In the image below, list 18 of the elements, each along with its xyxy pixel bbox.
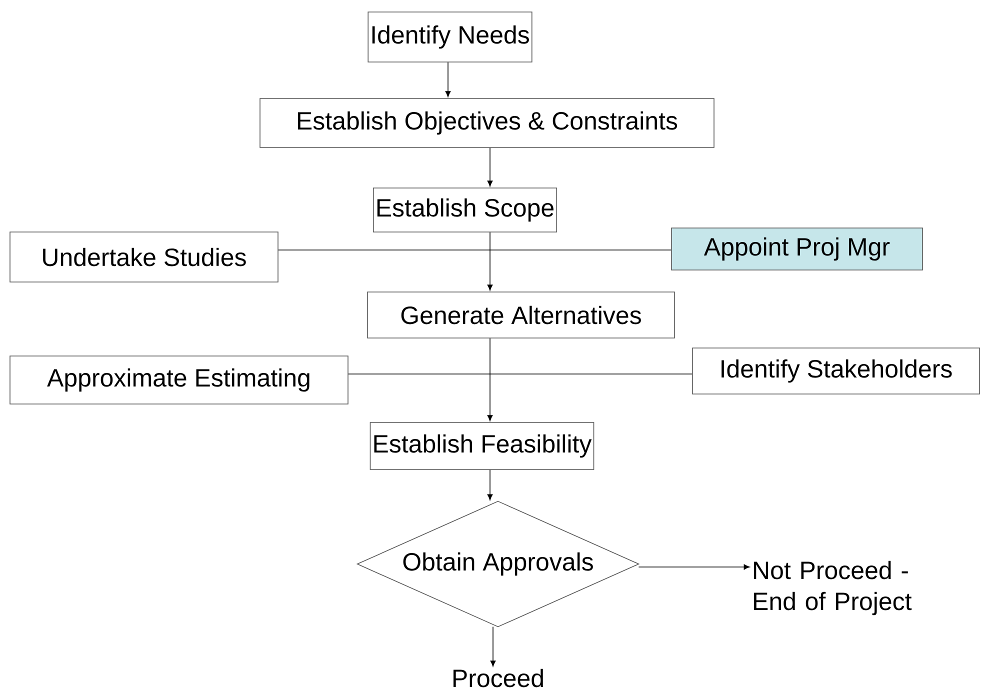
arrow (487, 232, 493, 291)
process-box: Generate Alternatives (367, 292, 675, 338)
process-box: Approximate Estimating (10, 356, 348, 404)
process-box: Identify Needs (368, 12, 532, 62)
arrow (487, 338, 493, 422)
arrow (638, 564, 750, 570)
arrow (487, 148, 493, 187)
process-box: Appoint Proj Mgr (671, 228, 923, 270)
arrow (490, 626, 496, 667)
arrow (487, 470, 493, 500)
end-text: Not Proceed - End of Project (754, 560, 912, 616)
process-box: Establish Scope (372, 188, 558, 232)
end-text: Proceed (454, 668, 543, 688)
process-box: Identify Stakeholders (692, 348, 980, 394)
process-box: Establish Feasibility (370, 422, 594, 470)
arrow (445, 62, 451, 98)
process-box: Undertake Studies (10, 232, 278, 282)
process-box: Establish Objectives & Constraints (260, 98, 714, 148)
